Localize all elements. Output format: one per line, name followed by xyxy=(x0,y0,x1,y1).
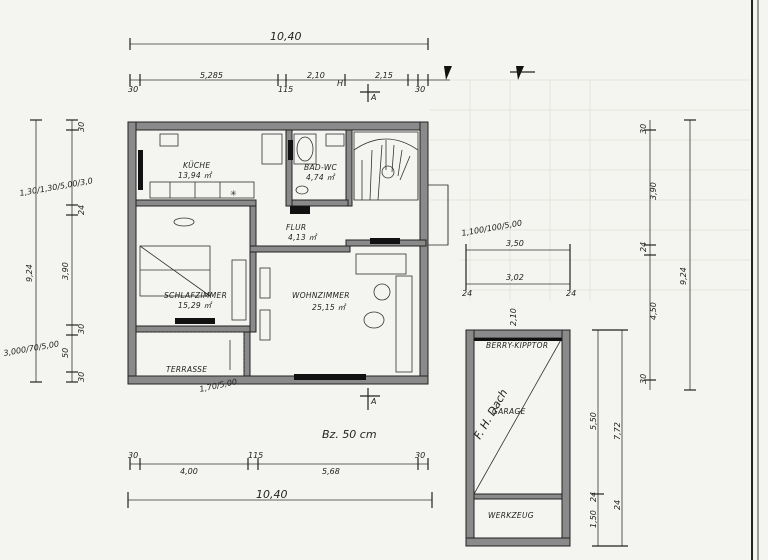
bottom-dim-4: 5,68 xyxy=(322,467,340,476)
bottom-dim-3: 115 xyxy=(248,451,263,460)
window-note-left-lower: 3,000/70/5,00 xyxy=(3,339,60,358)
right-dim-3: 24 xyxy=(639,242,648,252)
background-grid xyxy=(430,79,750,300)
top-dim-7: 30 xyxy=(415,85,425,94)
bottom-dim-5: 30 xyxy=(415,451,425,460)
svg-text:✳: ✳ xyxy=(230,189,237,198)
room-name-hall: FLUR xyxy=(286,223,306,232)
garage-dim-8: 24 xyxy=(589,492,598,502)
left-dim-4: 30 xyxy=(77,324,86,334)
bath-fixtures xyxy=(293,133,345,195)
bottom-dimension-chain: 30 4,00 115 5,68 30 10,40 xyxy=(127,451,433,508)
section-marker-bottom: A xyxy=(360,388,380,410)
bedroom-furniture xyxy=(139,217,247,321)
bottom-total-dimension: 10,40 xyxy=(256,488,288,501)
room-name-workshop: WERKZEUG xyxy=(488,511,534,520)
right-dim-6: 30 xyxy=(639,374,648,384)
top-dim-6: 2,15 xyxy=(375,71,393,80)
house-walls xyxy=(127,121,429,385)
top-dim-3: 115 xyxy=(278,85,293,94)
room-area-hall: 4,13 ㎡ xyxy=(288,233,318,242)
garage-dim-1: 3,50 xyxy=(506,239,524,248)
top-dimension-chain: 10,40 30 5,285 115 2,10 H 2,15 30 xyxy=(128,30,535,94)
top-dim-5: H xyxy=(337,79,343,88)
room-labels: KÜCHE 13,94 ㎡ BAD-WC 4,74 ㎡ FLUR 4,13 ㎡ … xyxy=(164,161,350,374)
left-dim-2: 24 xyxy=(77,205,86,215)
right-dim-2: 3,90 xyxy=(649,182,658,200)
left-dim-7: 30 xyxy=(77,372,86,382)
garage-door-label: BERRY-KIPPTOR xyxy=(486,341,548,350)
right-dim-1: 30 xyxy=(639,124,648,134)
windows xyxy=(138,140,400,380)
room-name-bedroom: SCHLAFZIMMER xyxy=(164,291,227,300)
right-dim-5: 4,50 xyxy=(649,302,658,320)
room-area-kitchen: 13,94 ㎡ xyxy=(178,171,213,180)
left-dimension-chain: 30 24 3,90 30 9,24 50 30 xyxy=(25,119,86,383)
room-name-living: WOHNZIMMER xyxy=(292,291,350,300)
scale-note: Bz. 50 cm xyxy=(322,428,377,441)
top-dim-4: 2,10 xyxy=(307,71,325,80)
right-dim-4: 9,24 xyxy=(679,267,688,285)
garage-dim-5: 24 xyxy=(566,289,576,298)
room-name-kitchen: KÜCHE xyxy=(183,161,210,170)
left-dim-5: 9,24 xyxy=(25,264,34,282)
left-dim-1: 30 xyxy=(77,122,86,132)
section-marker-top: A xyxy=(360,84,380,102)
garage-dimension-chain: 3,50 3,02 24 2,10 24 5,50 7,72 24 1,50 2… xyxy=(462,239,628,547)
svg-text:A: A xyxy=(370,397,376,406)
left-dim-6: 50 xyxy=(61,348,70,358)
garage-dim-3: 24 xyxy=(462,289,472,298)
garage-dim-9: 1,50 xyxy=(589,510,598,528)
garage-dim-2: 3,02 xyxy=(506,273,524,282)
staircase xyxy=(353,131,449,246)
garage-dim-6: 5,50 xyxy=(589,412,598,430)
window-note-left-upper: 1,30/1,30/5,00/3,0 xyxy=(19,176,94,198)
bottom-dim-2: 4,00 xyxy=(180,467,198,476)
garage-dim-10: 24 xyxy=(613,500,622,510)
top-dim-1: 30 xyxy=(128,85,138,94)
room-name-terrace: TERRASSE xyxy=(166,365,207,374)
room-name-garage: GARAGE xyxy=(492,407,526,416)
right-dimension-chain: 30 3,90 24 9,24 4,50 30 xyxy=(639,119,696,391)
room-area-bath: 4,74 ㎡ xyxy=(306,173,336,182)
garage: BERRY-KIPPTOR GARAGE F. H. Dach WERKZEUG xyxy=(465,329,571,547)
svg-text:A: A xyxy=(370,93,376,102)
garage-dim-7: 7,72 xyxy=(613,422,622,440)
terrace xyxy=(135,331,245,377)
kitchen-fixtures: ✳ xyxy=(149,133,283,199)
left-dim-3: 3,90 xyxy=(61,262,70,280)
living-furniture xyxy=(259,253,413,373)
top-total-dimension: 10,40 xyxy=(270,30,302,43)
room-name-bath: BAD-WC xyxy=(304,163,338,172)
top-dim-2: 5,285 xyxy=(200,71,223,80)
garage-dim-4: 2,10 xyxy=(509,308,518,326)
bottom-dim-1: 30 xyxy=(128,451,138,460)
room-area-living: 25,15 ㎡ xyxy=(312,303,347,312)
room-area-bedroom: 15,29 ㎡ xyxy=(178,301,213,310)
